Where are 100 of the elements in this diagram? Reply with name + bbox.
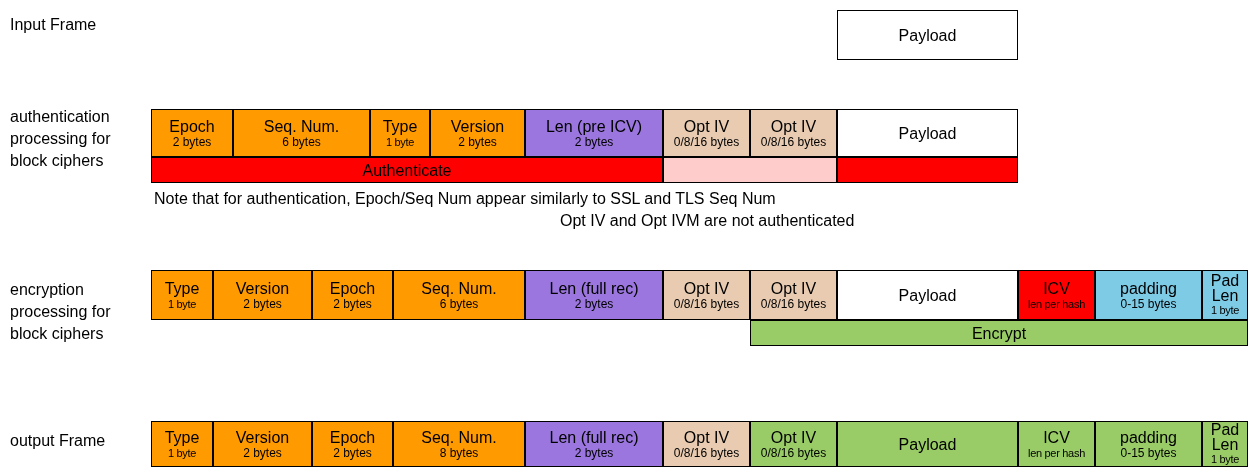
field-size: 0/8/16 bytes <box>673 296 740 311</box>
field-size: 0/8/16 bytes <box>760 134 827 149</box>
field-box <box>750 270 837 320</box>
field-name: Len (full rec) <box>549 428 639 446</box>
field-size: 2 bytes <box>574 445 614 460</box>
field-box <box>750 421 837 467</box>
field-name: Len (pre ICV) <box>545 117 642 135</box>
field-size: 1 byte <box>385 135 415 149</box>
field-name: Pad Len <box>1209 422 1241 452</box>
field-name: Epoch <box>169 117 215 135</box>
field-box <box>151 421 213 467</box>
field-box <box>525 109 663 157</box>
field-box <box>233 109 370 157</box>
range-bar <box>837 157 1018 183</box>
field-box <box>663 421 750 467</box>
field-name: Len (full rec) <box>549 279 639 297</box>
field-box <box>837 109 1018 157</box>
field-name: Opt IV <box>683 117 730 135</box>
field-size: 2 bytes <box>243 445 282 460</box>
row-label: Input Frame <box>10 15 97 35</box>
range-bar <box>750 320 1248 346</box>
field-name: Opt IV <box>770 279 817 297</box>
field-box <box>151 270 213 320</box>
field-box <box>837 10 1018 60</box>
field-size: len per hash <box>1028 445 1085 460</box>
field-name: padding <box>1120 428 1177 446</box>
range-label: Encrypt <box>971 324 1027 342</box>
field-box <box>312 270 393 320</box>
field-name: Payload <box>898 124 957 142</box>
field-name: padding <box>1120 279 1177 297</box>
field-box <box>151 109 233 157</box>
field-name: Version <box>450 117 505 135</box>
field-size: 1 byte <box>167 297 197 311</box>
field-name: Pad Len <box>1209 273 1241 303</box>
field-name: Payload <box>898 435 957 453</box>
field-size: 0/8/16 bytes <box>673 134 740 149</box>
note-text: Note that for authentication, Epoch/Seq Num appear similarly to SSL and TLS Seq Num <box>154 189 776 209</box>
field-box <box>750 109 837 157</box>
field-name: Epoch <box>329 428 376 446</box>
field-size: 0-15 bytes <box>1120 296 1177 311</box>
field-size: 1 byte <box>1210 452 1240 466</box>
field-box <box>837 270 1018 320</box>
field-size: 0/8/16 bytes <box>760 296 827 311</box>
field-box <box>370 109 430 157</box>
field-name: Seq. Num. <box>263 117 340 135</box>
field-name: Seq. Num. <box>421 428 497 446</box>
field-box <box>393 270 525 320</box>
field-name: Type <box>382 117 418 135</box>
field-box <box>312 421 393 467</box>
field-box <box>663 109 750 157</box>
range-label: Authenticate <box>362 161 452 179</box>
field-name: Seq. Num. <box>421 279 497 297</box>
field-name: ICV <box>1043 279 1070 297</box>
field-name: Opt IV <box>770 428 817 446</box>
field-name: Type <box>164 428 200 446</box>
field-box <box>525 270 663 320</box>
field-name: Opt IV <box>770 117 817 135</box>
field-size: 2 bytes <box>243 296 282 311</box>
field-name: Version <box>235 428 290 446</box>
field-size: 2 bytes <box>333 445 372 460</box>
field-name: ICV <box>1043 428 1070 446</box>
field-box <box>1018 421 1095 467</box>
field-box <box>393 421 525 467</box>
field-box <box>430 109 525 157</box>
field-size: 1 byte <box>1210 303 1240 317</box>
field-size: 2 bytes <box>458 134 497 149</box>
field-box <box>525 421 663 467</box>
field-size: 1 byte <box>167 446 197 460</box>
field-name: Epoch <box>329 279 376 297</box>
field-name: Payload <box>898 26 957 44</box>
field-box <box>1018 270 1095 320</box>
field-name: Type <box>164 279 200 297</box>
field-box <box>213 421 312 467</box>
field-size: 2 bytes <box>172 134 212 149</box>
field-name: Payload <box>898 286 957 304</box>
field-size: 6 bytes <box>282 134 321 149</box>
field-size: 2 bytes <box>574 134 614 149</box>
field-box <box>837 421 1018 467</box>
row-label: authentication processing for block ciphers <box>10 107 112 171</box>
range-bar <box>663 157 837 183</box>
note-text: Opt IV and Opt IVM are not authenticated <box>560 211 855 231</box>
range-bar <box>151 157 663 183</box>
field-size: 2 bytes <box>574 296 614 311</box>
field-box <box>663 270 750 320</box>
field-box <box>1202 421 1248 467</box>
field-size: 8 bytes <box>439 445 479 460</box>
field-size: 0/8/16 bytes <box>673 445 740 460</box>
field-size: 0-15 bytes <box>1120 445 1177 460</box>
field-size: 2 bytes <box>333 296 372 311</box>
field-size: len per hash <box>1028 296 1085 311</box>
field-box <box>1095 270 1202 320</box>
row-label: encryption processing for block ciphers <box>10 280 112 344</box>
field-size: 0/8/16 bytes <box>760 445 827 460</box>
row-label: output Frame <box>10 431 106 451</box>
field-box <box>1202 270 1248 320</box>
field-name: Opt IV <box>683 279 730 297</box>
field-name: Version <box>235 279 290 297</box>
field-size: 6 bytes <box>439 296 479 311</box>
field-name: Opt IV <box>683 428 730 446</box>
field-box <box>213 270 312 320</box>
